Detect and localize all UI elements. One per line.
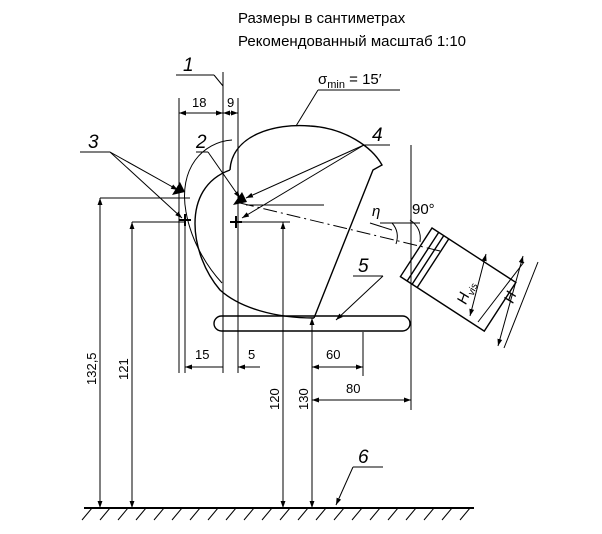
ground-hatching bbox=[81, 507, 471, 521]
ground bbox=[81, 507, 474, 521]
right-angle-arc bbox=[409, 219, 421, 243]
sigma-min-label: σmin = 15′ bbox=[318, 71, 382, 91]
dim-130: 130 bbox=[296, 388, 311, 410]
h-total-label: H bbox=[501, 289, 521, 305]
header-units-note: Размеры в сантиметрах bbox=[238, 10, 406, 27]
dim-vertical bbox=[97, 198, 315, 508]
header-scale-note: Рекомендованный масштаб 1:10 bbox=[238, 33, 466, 50]
dim-bottom bbox=[185, 364, 411, 403]
dim-5: 5 bbox=[248, 347, 255, 362]
eta-angle-arc bbox=[391, 222, 398, 245]
reference-mark-left bbox=[179, 214, 191, 226]
lamp-assembly bbox=[399, 227, 517, 333]
callout-6: 6 bbox=[358, 447, 369, 468]
dim-120: 120 bbox=[267, 388, 282, 410]
callout-3: 3 bbox=[88, 132, 99, 153]
eta-label: η bbox=[372, 203, 380, 220]
leaders bbox=[80, 74, 400, 506]
callout-4: 4 bbox=[372, 125, 383, 146]
dim-132-5: 132,5 bbox=[84, 352, 99, 385]
right-angle-label: 90° bbox=[412, 201, 435, 218]
callout-1: 1 bbox=[183, 55, 194, 76]
point-triangle-right bbox=[233, 192, 247, 205]
dim-80: 80 bbox=[346, 381, 360, 396]
dim-60: 60 bbox=[326, 347, 340, 362]
dim-15: 15 bbox=[195, 347, 209, 362]
callout-5: 5 bbox=[358, 256, 369, 277]
dim-18: 18 bbox=[192, 95, 206, 110]
dim-9: 9 bbox=[227, 95, 234, 110]
h-vis-label: Hvis bbox=[454, 279, 481, 308]
lamp-height-dims bbox=[469, 253, 539, 349]
sight-line bbox=[239, 202, 441, 252]
dim-121: 121 bbox=[116, 358, 131, 380]
extension-lines bbox=[100, 72, 412, 508]
callout-2: 2 bbox=[195, 132, 207, 153]
